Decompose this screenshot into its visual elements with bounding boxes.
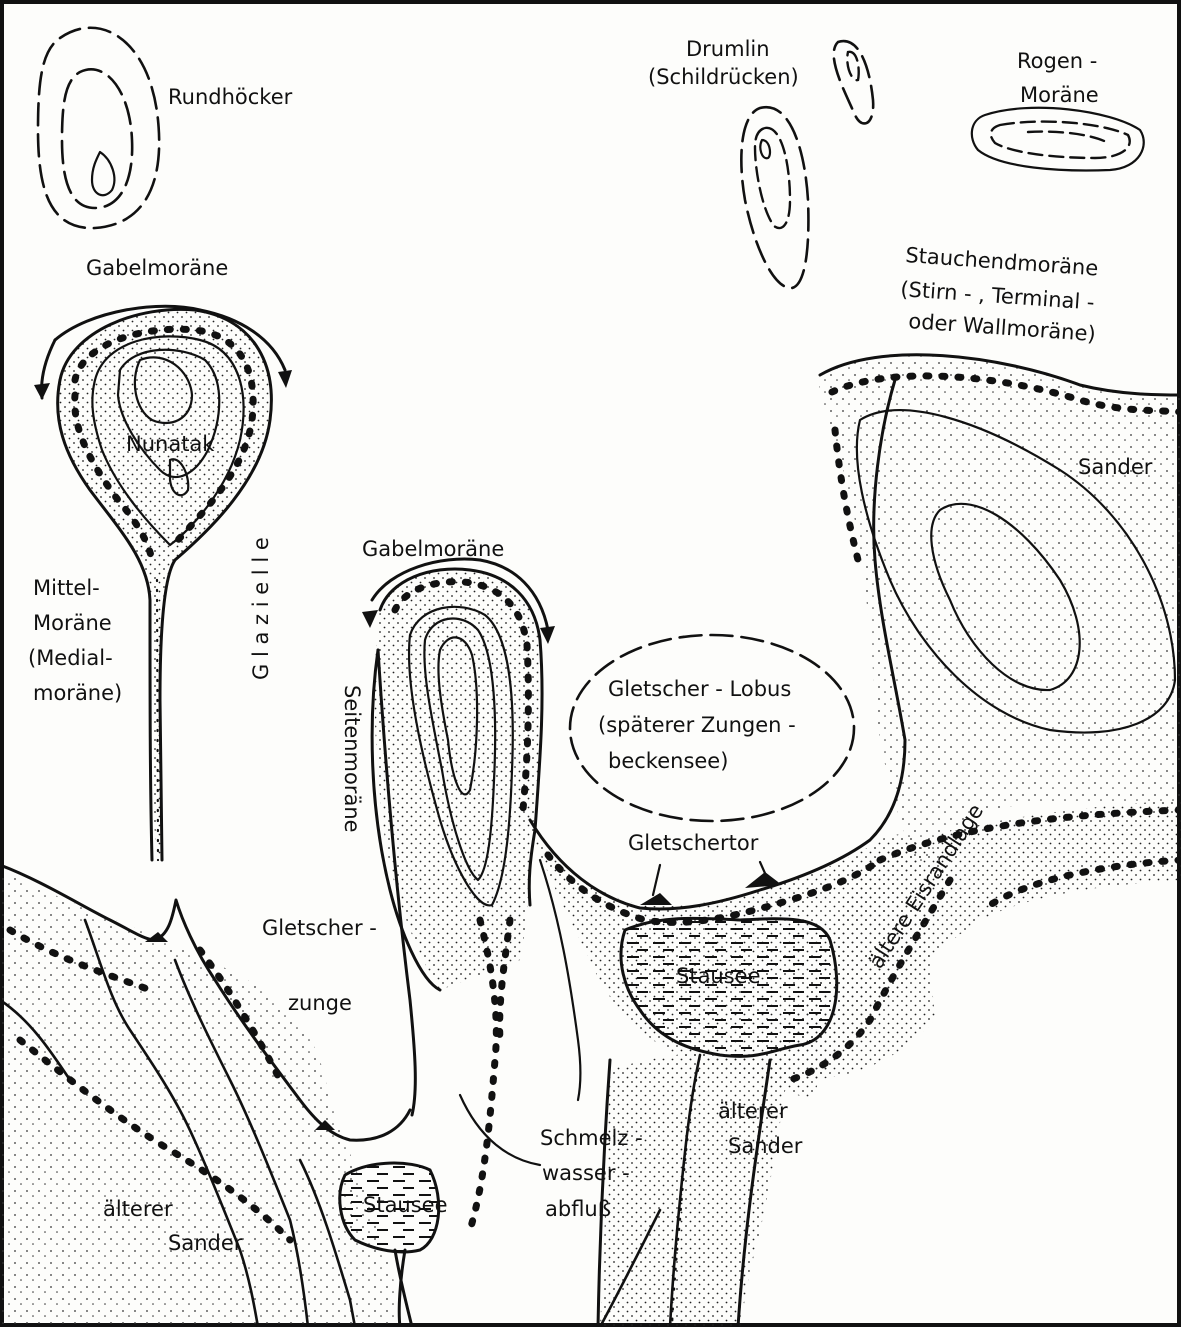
label-drumlin: Drumlin — [686, 37, 770, 61]
schmelzwasser-rivers — [399, 1054, 790, 1327]
label-gabelmoraene-top: Gabelmoräne — [86, 256, 228, 280]
label-stauchendmoraene: Stauchendmoräne — [905, 243, 1099, 280]
label-mittel: Mittel- — [33, 576, 100, 600]
label-gabelmoraene-mid: Gabelmoräne — [362, 537, 504, 561]
label-stauch-line3: oder Wallmoräne) — [908, 309, 1097, 346]
label-aelterer-mid: älterer — [718, 1099, 788, 1123]
label-schildruecken: (Schildrücken) — [648, 65, 799, 89]
label-beckensee: beckensee) — [608, 749, 728, 773]
label-stausee-left: Stausee — [363, 1193, 448, 1217]
label-seitenmoraene: Seitenmoräne — [340, 685, 364, 833]
label-gletscher: Gletscher - — [262, 916, 377, 940]
label-stauch-line2: (Stirn - , Terminal - — [900, 277, 1096, 315]
label-rogen: Rogen - — [1017, 49, 1097, 73]
label-glazielle: G l a z i e l l e — [249, 537, 273, 680]
label-stausee-right: Stausee — [676, 964, 761, 988]
label-spaeterer-zungen: (späterer Zungen - — [598, 713, 796, 737]
label-zunge: zunge — [288, 991, 352, 1015]
label-mittel-moraene: Moräne — [33, 611, 112, 635]
label-gletscher-lobus: Gletscher - Lobus — [608, 677, 791, 701]
label-gletschertor: Gletschertor — [628, 831, 759, 855]
label-nunatak: Nunatak — [126, 432, 215, 456]
rundhoecker-symbol — [38, 28, 159, 228]
label-rogen-moraene: Moräne — [1020, 83, 1099, 107]
gletschertor-pointer-left — [653, 865, 660, 895]
label-sander-mid: Sander — [728, 1134, 803, 1158]
label-sander-right: Sander — [1078, 455, 1153, 479]
label-rundhoecker: Rundhöcker — [168, 85, 293, 109]
label-sander-left: Sander — [168, 1231, 243, 1255]
label-wasser: wasser - — [542, 1161, 630, 1185]
label-medial-moraene: moräne) — [33, 681, 122, 705]
schmelzwasser-pointer — [460, 1095, 540, 1165]
stauchendmoraene-sander-region — [819, 355, 1181, 870]
rogen-moraene-symbol — [972, 108, 1144, 171]
label-medial: (Medial- — [28, 646, 113, 670]
label-abfluss: abfluß — [545, 1197, 611, 1221]
label-aelterer-left: älterer — [103, 1197, 173, 1221]
label-schmelz: Schmelz - — [540, 1126, 643, 1150]
